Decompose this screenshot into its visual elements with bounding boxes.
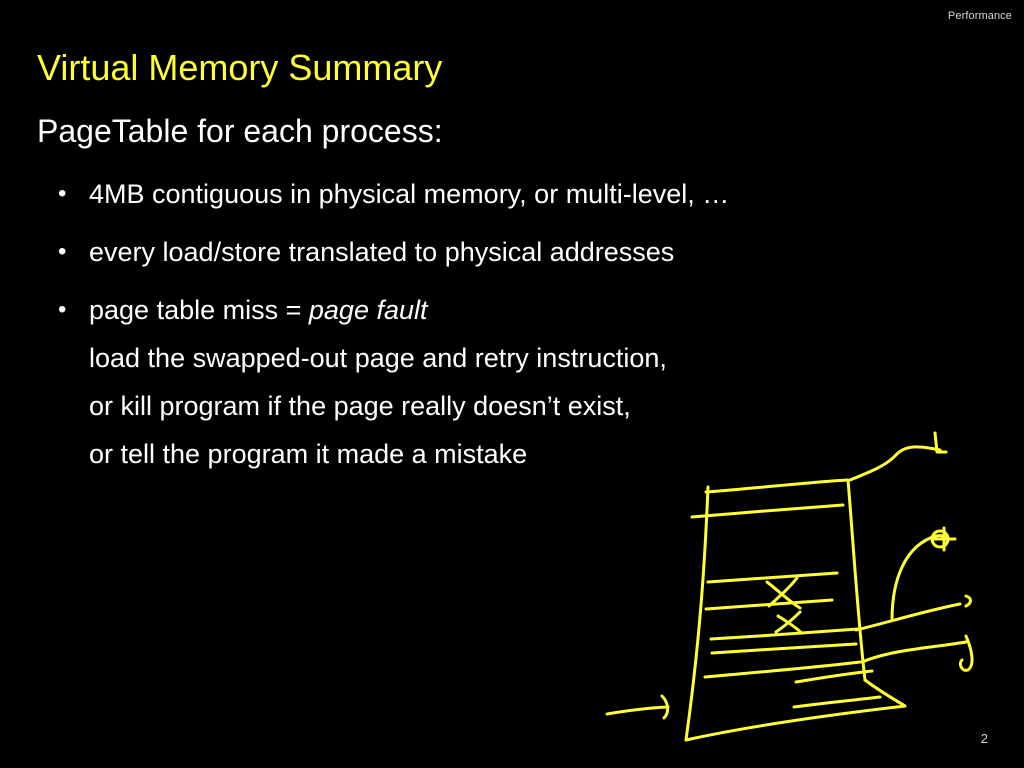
sketch-arrowhead-right bbox=[964, 594, 972, 608]
sketch-table-left-edge bbox=[684, 485, 710, 742]
bullet-icon: • bbox=[58, 238, 67, 265]
sketch-x-mark bbox=[776, 614, 804, 635]
section-label: Performance bbox=[947, 10, 1012, 22]
sketch-arrowhead-lower bbox=[958, 634, 974, 672]
sketch-x-mark bbox=[774, 610, 802, 634]
slide-subtitle: PageTable for each process: bbox=[37, 113, 443, 149]
bullet-icon: • bbox=[58, 296, 67, 323]
bullet-lead-line: page table miss = page fault bbox=[89, 286, 976, 334]
bullet-item: • every load/store translated to physica… bbox=[56, 228, 976, 276]
sketch-arrowhead-incoming bbox=[660, 694, 670, 720]
bullet-continuation: or tell the program it made a mistake bbox=[89, 439, 528, 469]
page-fault-term: page fault bbox=[308, 295, 428, 325]
bullet-continuation: load the swapped-out page and retry inst… bbox=[89, 343, 667, 373]
bullet-list: • 4MB contiguous in physical memory, or … bbox=[56, 170, 976, 488]
page-number: 2 bbox=[980, 731, 988, 746]
bullet-text: 4MB contiguous in physical memory, or mu… bbox=[89, 179, 730, 209]
sketch-row-line bbox=[690, 503, 845, 519]
sketch-row-line bbox=[703, 660, 862, 679]
sketch-incoming-arrow bbox=[605, 705, 670, 716]
sketch-x-mark bbox=[765, 580, 802, 610]
bullet-item: • 4MB contiguous in physical memory, or … bbox=[56, 170, 976, 218]
sketch-circle-node-icon bbox=[930, 526, 957, 552]
sketch-pointer-lower bbox=[860, 640, 968, 664]
sketch-pointer-right bbox=[854, 602, 962, 632]
sketch-row-line bbox=[704, 598, 834, 611]
bullet-icon: • bbox=[58, 180, 67, 207]
bullet-lead-text: page table miss = bbox=[89, 295, 309, 325]
bullet-text: every load/store translated to physical … bbox=[89, 237, 675, 267]
sketch-pointer-middle bbox=[890, 534, 949, 622]
sketch-row-line bbox=[792, 695, 882, 709]
sketch-row-line bbox=[709, 627, 860, 641]
sketch-row-line bbox=[710, 642, 858, 655]
sketch-table-right-edge bbox=[846, 478, 867, 682]
sketch-table-bottom-edge bbox=[684, 704, 907, 742]
bullet-continuation: or kill program if the page really doesn… bbox=[89, 391, 631, 421]
sketch-x-mark bbox=[767, 576, 799, 608]
slide-title: Virtual Memory Summary bbox=[37, 47, 443, 88]
sketch-row-line bbox=[706, 571, 839, 584]
bullet-item-page-fault: • page table miss = page fault load the … bbox=[56, 286, 976, 478]
sketch-row-line bbox=[794, 669, 874, 684]
sketch-table-bottom-right bbox=[863, 678, 907, 708]
